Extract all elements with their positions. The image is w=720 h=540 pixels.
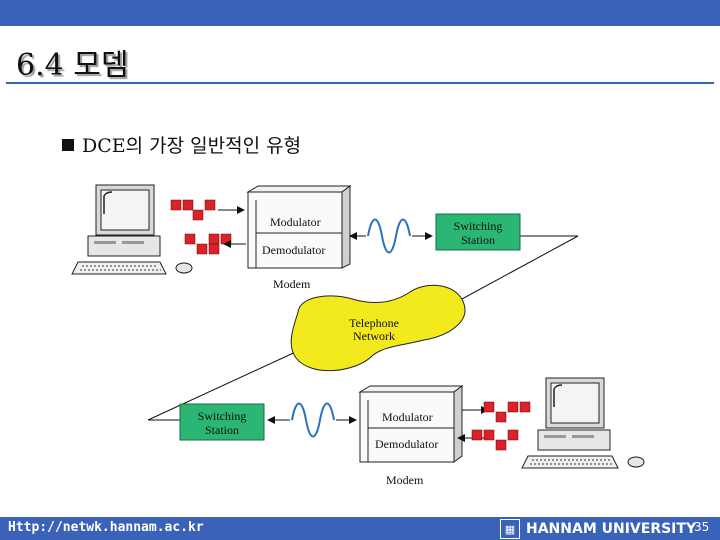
bottom-analog-wave	[291, 402, 335, 438]
top-modulator-label: Modulator	[270, 215, 321, 229]
university-logo-icon: ▦	[500, 519, 520, 539]
footer-url[interactable]: Http://netwk.hannam.ac.kr	[8, 520, 204, 535]
bottom-computer	[521, 377, 645, 469]
bottom-switching-line2: Station	[205, 423, 239, 437]
top-modem	[246, 185, 352, 269]
university-brand: ▦ HANNAM UNIVERSITY	[500, 519, 696, 539]
top-switching-line1: Switching	[454, 219, 503, 233]
top-data-bits	[170, 199, 232, 255]
top-switching-line2: Station	[461, 233, 495, 247]
bullet-text: DCE의 가장 일반적인 유형	[82, 135, 302, 157]
university-name: HANNAM UNIVERSITY	[526, 521, 697, 537]
bottom-demodulator-label: Demodulator	[375, 437, 438, 451]
bottom-modem-caption: Modem	[386, 473, 424, 487]
network-line2: Network	[353, 329, 395, 343]
top-switching-station	[435, 213, 521, 251]
bottom-modem	[358, 385, 464, 463]
top-computer	[71, 184, 193, 275]
bullet-item: DCE의 가장 일반적인 유형	[62, 131, 301, 158]
square-bullet-icon	[62, 139, 74, 151]
bottom-data-bits	[471, 401, 531, 451]
slide-title: 6.4 모뎀	[16, 48, 129, 83]
footer-bar: Http://netwk.hannam.ac.kr ▦ HANNAM UNIVE…	[0, 517, 720, 540]
bottom-modulator-label: Modulator	[382, 410, 433, 424]
top-banner	[0, 0, 720, 26]
bottom-diagonal-line	[147, 349, 301, 421]
telephone-network-cloud	[290, 284, 466, 372]
network-line1: Telephone	[349, 316, 399, 330]
bottom-switching-station	[179, 403, 265, 441]
top-demodulator-label: Demodulator	[262, 243, 325, 257]
top-modem-caption: Modem	[273, 277, 311, 291]
top-analog-wave	[367, 218, 411, 254]
bottom-switching-line1: Switching	[198, 409, 247, 423]
page-number: 35	[694, 520, 710, 534]
title-divider	[6, 82, 714, 84]
